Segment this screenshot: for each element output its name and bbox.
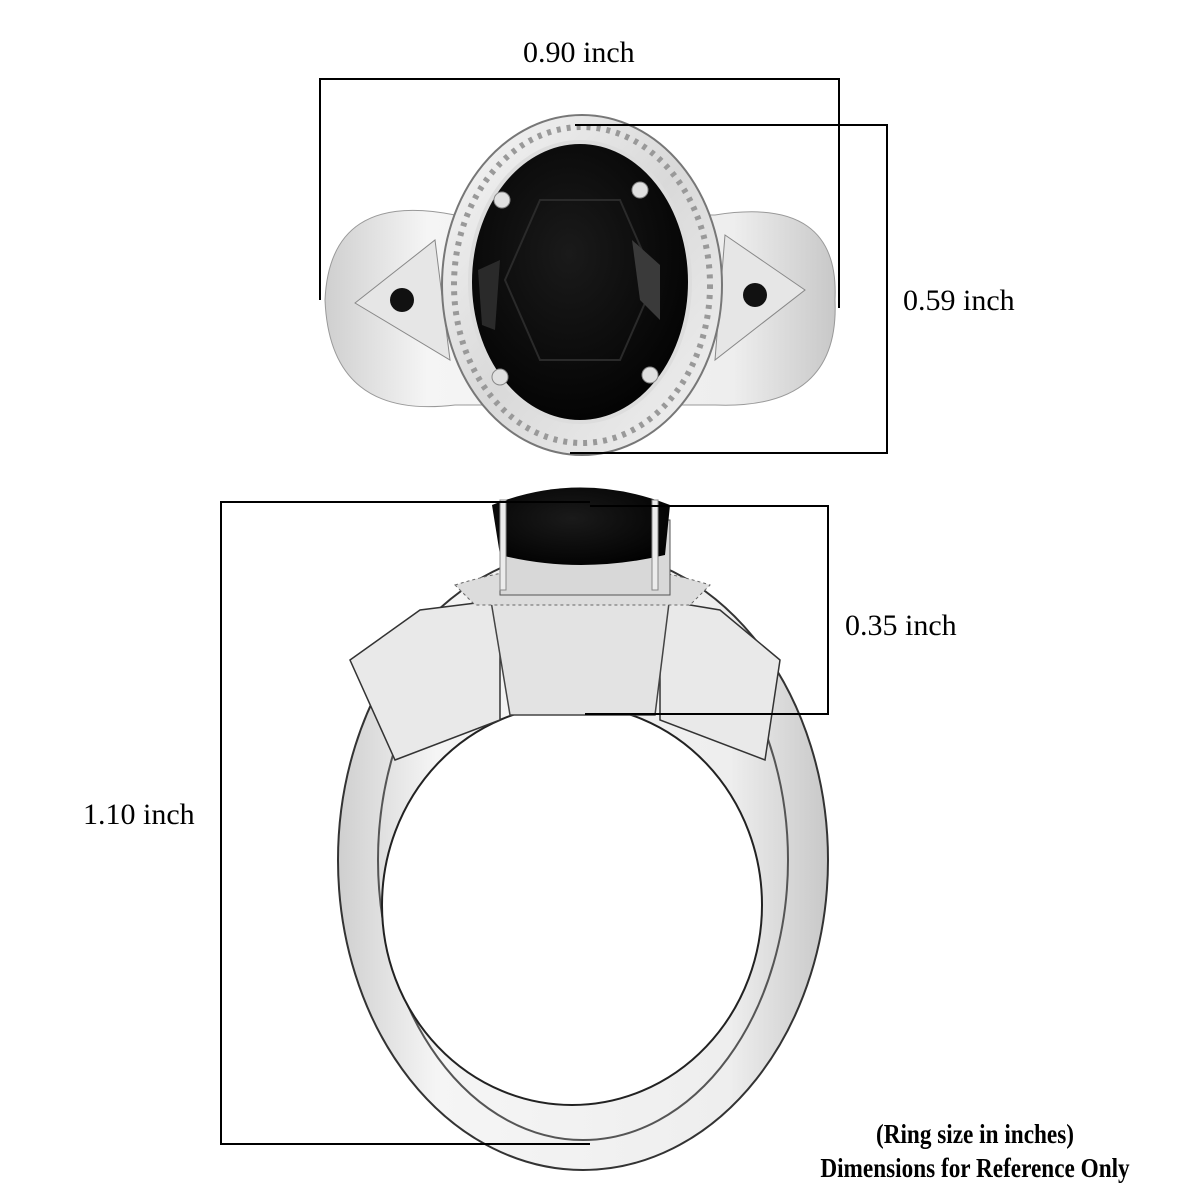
dimension-line-side-total-left: [220, 501, 222, 1145]
side-stone: [492, 487, 670, 565]
dimension-line-top-height-bottom: [570, 452, 888, 454]
dimension-line-top-width-top: [319, 78, 840, 80]
dimension-line-side-head-top: [590, 505, 829, 507]
footer-caption: (Ring size in inches) Dimensions for Ref…: [777, 1118, 1173, 1186]
dimension-line-top-width-left: [319, 78, 321, 300]
top-height-label: 0.59 inch: [903, 284, 1015, 317]
footer-line-disclaimer: Dimensions for Reference Only: [820, 1152, 1130, 1183]
dimension-line-side-head-bottom: [585, 713, 829, 715]
dimension-line-top-height-right: [886, 124, 888, 454]
accent-stone-right: [743, 283, 767, 307]
dimension-line-side-total-top: [220, 501, 590, 503]
dimension-line-top-height-top: [575, 124, 888, 126]
dimension-line-side-total-bottom: [220, 1143, 590, 1145]
side-head-height-label: 0.35 inch: [845, 609, 957, 642]
top-view-ring: [324, 114, 836, 456]
side-total-height-label: 1.10 inch: [83, 798, 195, 831]
dimension-line-side-head-right: [827, 505, 829, 714]
footer-line-ring-size: (Ring size in inches): [875, 1119, 1075, 1149]
side-view-ring: [337, 487, 829, 1171]
top-width-label: 0.90 inch: [523, 36, 635, 69]
accent-stone-left: [390, 288, 414, 312]
dimension-line-top-width-right: [838, 78, 840, 308]
center-stone: [468, 140, 692, 424]
